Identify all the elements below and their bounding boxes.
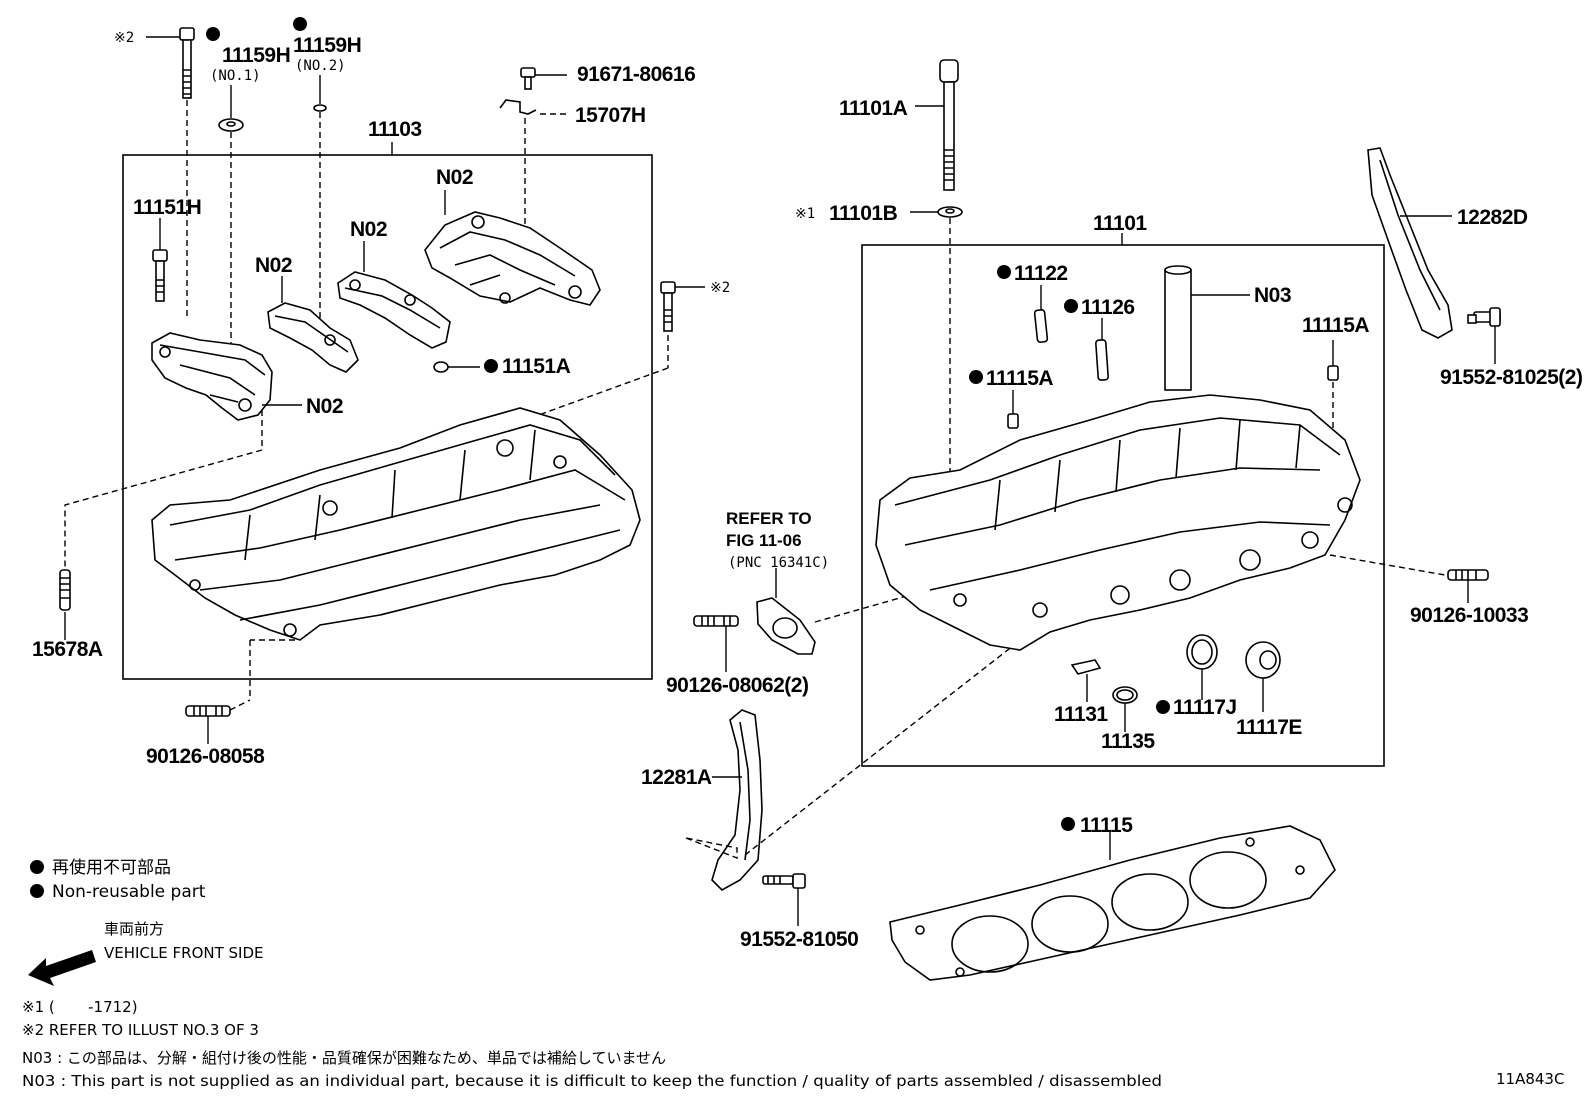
part-label-11103: 11103 bbox=[368, 118, 422, 141]
part-label-90126-08058: 90126-08058 bbox=[146, 745, 265, 768]
part-label-11135: 11135 bbox=[1101, 730, 1155, 753]
part-sublabel-no1: (NO.1) bbox=[210, 68, 261, 84]
footnote-4: N03 : This part is not supplied as an in… bbox=[22, 1072, 1162, 1090]
camshaft-housing-icon bbox=[151, 407, 641, 641]
washer-icon bbox=[218, 118, 244, 132]
footnote-3: N03 : この部品は、分解・組付け後の性能・品質確保が困難なため、単品では補給… bbox=[22, 1049, 666, 1067]
part-label-11131: 11131 bbox=[1054, 703, 1108, 726]
part-label-11101A: 11101A bbox=[839, 97, 908, 120]
part-label-91552-81025: 91552-81025(2) bbox=[1440, 366, 1582, 389]
plug-icon bbox=[1070, 659, 1102, 675]
legend-dot-icon bbox=[30, 860, 44, 874]
stud-icon bbox=[59, 569, 71, 611]
refer-text: FIG 11-06 bbox=[726, 531, 802, 550]
refer-text: (PNC 16341C) bbox=[728, 555, 829, 571]
non-reusable-dot-icon bbox=[484, 359, 498, 373]
part-label-n02: N02 bbox=[436, 166, 473, 189]
diagram-id: 11A843C bbox=[1496, 1070, 1564, 1088]
refer-text: REFER TO bbox=[726, 509, 812, 528]
part-label-11117E: 11117E bbox=[1236, 716, 1302, 739]
non-reusable-dot-icon bbox=[1156, 700, 1170, 714]
legend-dot-icon bbox=[30, 884, 44, 898]
seal-ring-icon bbox=[1186, 634, 1218, 670]
part-label-n02: N02 bbox=[255, 254, 292, 277]
direction-jp: 車両前方 bbox=[104, 920, 164, 938]
part-label-12282D: 12282D bbox=[1457, 206, 1528, 229]
part-label-11115A: 11115A bbox=[986, 367, 1053, 390]
non-reusable-dot-icon bbox=[206, 27, 220, 41]
part-label-90126-08062: 90126-08062(2) bbox=[666, 674, 808, 697]
head-gasket-icon bbox=[889, 825, 1336, 981]
part-label-11151A: 11151A bbox=[502, 355, 571, 378]
non-reusable-dot-icon bbox=[1064, 299, 1078, 313]
gasket-icon bbox=[756, 597, 816, 655]
non-reusable-dot-icon bbox=[969, 370, 983, 384]
part-label-11101B: 11101B bbox=[829, 202, 898, 225]
part-label-11117J: 11117J bbox=[1173, 696, 1237, 719]
part-label-11122: 11122 bbox=[1014, 262, 1068, 285]
bolt-icon bbox=[179, 27, 195, 99]
part-label-11151H: 11151H bbox=[133, 196, 201, 219]
bearing-cap-icon bbox=[424, 211, 601, 306]
stud-icon bbox=[693, 615, 739, 627]
part-label-n02: N02 bbox=[350, 218, 387, 241]
bearing-cap-icon bbox=[151, 332, 273, 421]
dowel-icon bbox=[1327, 365, 1339, 381]
non-reusable-dot-icon bbox=[1061, 817, 1075, 831]
front-arrow-icon bbox=[28, 950, 96, 986]
cylinder-head-icon bbox=[875, 394, 1361, 651]
stud-icon bbox=[185, 705, 231, 717]
non-reusable-dot-icon bbox=[293, 17, 307, 31]
part-label-11115: 11115 bbox=[1080, 814, 1133, 837]
part-label-15707H: 15707H bbox=[575, 104, 646, 127]
chain-guide-icon bbox=[1367, 147, 1453, 339]
bearing-cap-icon bbox=[267, 302, 359, 373]
plug-icon bbox=[1245, 641, 1281, 679]
stud-icon bbox=[1447, 569, 1489, 581]
footnote-2: ※2 REFER TO ILLUST NO.3 OF 3 bbox=[22, 1021, 259, 1039]
part-label-15678A: 15678A bbox=[32, 638, 103, 661]
part-label-n02: N02 bbox=[306, 395, 343, 418]
mark-2-label: ※2 bbox=[710, 280, 730, 296]
mark-2-label: ※2 bbox=[114, 30, 134, 46]
seal-ring-icon bbox=[1112, 686, 1138, 704]
part-label-n03: N03 bbox=[1254, 284, 1291, 307]
bolt-icon bbox=[1467, 307, 1501, 327]
group-box-11103 bbox=[122, 154, 653, 680]
pin-icon bbox=[433, 361, 449, 373]
bolt-icon bbox=[762, 873, 806, 889]
bolt-icon bbox=[152, 249, 168, 302]
direction-en: VEHICLE FRONT SIDE bbox=[104, 944, 264, 962]
dowel-icon bbox=[1007, 413, 1019, 429]
chain-guide-icon bbox=[711, 709, 763, 891]
part-label-90126-10033: 90126-10033 bbox=[1410, 604, 1528, 627]
bolt-icon bbox=[520, 67, 536, 90]
part-label-11126: 11126 bbox=[1081, 296, 1135, 319]
mark-1-label: ※1 bbox=[795, 206, 815, 222]
pin-icon bbox=[1095, 339, 1109, 381]
part-label-11115A: 11115A bbox=[1302, 314, 1369, 337]
legend-en: Non-reusable part bbox=[52, 882, 206, 902]
bolt-icon bbox=[939, 59, 959, 191]
part-label-11159H-2: 11159H bbox=[293, 34, 361, 57]
part-label-91552-81050: 91552-81050 bbox=[740, 928, 858, 951]
group-box-11101 bbox=[861, 244, 1385, 767]
part-label-91671-80616: 91671-80616 bbox=[577, 63, 695, 86]
washer-icon bbox=[313, 104, 327, 112]
part-label-11159H-1: 11159H bbox=[222, 44, 290, 67]
footnote-1: ※1 ( -1712) bbox=[22, 998, 138, 1016]
part-label-11101: 11101 bbox=[1093, 212, 1147, 235]
non-reusable-dot-icon bbox=[997, 265, 1011, 279]
pin-icon bbox=[1033, 309, 1049, 343]
bracket-icon bbox=[499, 99, 537, 115]
guide-tube-icon bbox=[1164, 265, 1192, 391]
part-sublabel-no2: (NO.2) bbox=[295, 58, 346, 74]
washer-icon bbox=[937, 206, 963, 218]
part-label-12281A: 12281A bbox=[641, 766, 712, 789]
bearing-cap-icon bbox=[337, 271, 451, 349]
bolt-icon bbox=[660, 281, 676, 332]
legend-jp: 再使用不可部品 bbox=[52, 857, 171, 878]
